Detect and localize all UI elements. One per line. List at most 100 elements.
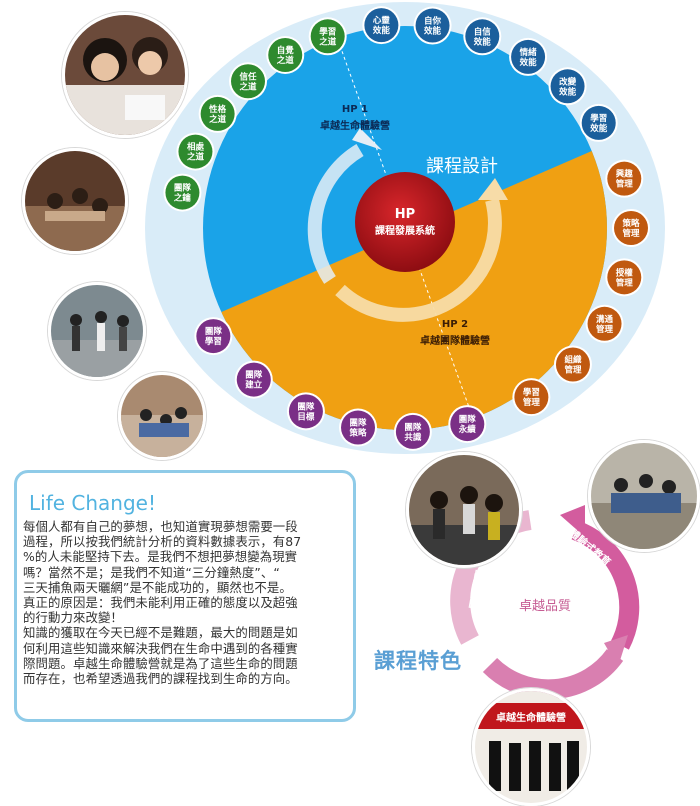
blue-node-label: 改變 xyxy=(559,76,577,87)
orange-node-circle xyxy=(395,414,430,449)
orange-node-label: 管理 xyxy=(616,277,634,288)
orange-node-circle xyxy=(236,362,271,397)
blue-node-circle xyxy=(231,64,266,99)
orange-node-label: 團隊 xyxy=(245,370,263,381)
photo-students-reading xyxy=(62,12,188,138)
cycle-arc-right xyxy=(571,520,640,650)
orange-node-label: 管理 xyxy=(622,228,640,239)
blue-node-circle xyxy=(268,37,303,72)
blue-node-label: 學習 xyxy=(590,113,607,124)
orange-node-label: 策略 xyxy=(621,218,640,229)
blue-node-circle xyxy=(178,134,213,169)
life-change-box: Life Change! 每個人都有自己的夢想，也知道實現夢想需要一段 過程，所… xyxy=(14,470,356,722)
blue-node-circle xyxy=(200,96,235,131)
blue-node-circle xyxy=(581,105,616,140)
hp1-title: HP 1 xyxy=(342,104,368,115)
orange-node-circle xyxy=(450,407,485,442)
orange-node-label: 目標 xyxy=(297,411,315,422)
blue-node-label: 效能 xyxy=(559,86,577,97)
life-change-title: Life Change! xyxy=(29,491,156,515)
blue-node-label: 之道 xyxy=(209,114,227,125)
orange-node-circle xyxy=(514,380,549,415)
orange-node-label: 興趣 xyxy=(616,169,634,180)
blue-node-label: 自你 xyxy=(424,16,442,27)
photo-classroom xyxy=(22,148,128,254)
blue-node-circle xyxy=(310,19,345,54)
blue-node-label: 之道 xyxy=(187,152,205,163)
blue-node-circle xyxy=(165,175,200,210)
orange-node-label: 永續 xyxy=(458,424,477,435)
orange-node-circle xyxy=(341,410,376,445)
blue-node-label: 自信 xyxy=(474,26,492,37)
blue-node-circle xyxy=(465,19,500,54)
blue-node-circle xyxy=(511,39,546,74)
orange-node-label: 組織 xyxy=(564,355,582,366)
hp2-title: HP 2 xyxy=(442,319,468,330)
blue-node-label: 效能 xyxy=(474,36,492,47)
orange-node-label: 建立 xyxy=(244,380,263,391)
blue-node-label: 效能 xyxy=(520,57,538,68)
hp2-subtitle: 卓越團隊體驗營 xyxy=(420,334,490,347)
orange-node-circle xyxy=(555,347,590,382)
blue-node-label: 之道 xyxy=(277,55,295,66)
photo-team-game xyxy=(588,440,700,552)
orange-node-circle xyxy=(196,319,231,354)
center-label-top: HP xyxy=(395,207,415,222)
cycle-head-right xyxy=(560,505,585,537)
blue-node-label: 自覺 xyxy=(277,45,295,56)
cycle-arrow-lower xyxy=(335,198,502,322)
photo-group-floor xyxy=(118,372,206,460)
banner-label: 卓越生命體驗營 xyxy=(496,711,566,724)
orange-node-label: 管理 xyxy=(523,397,541,408)
orange-node-label: 團隊 xyxy=(459,414,477,425)
cycle-arrow-upper xyxy=(307,143,364,284)
orange-node-label: 管理 xyxy=(596,324,614,335)
orange-node-label: 學習 xyxy=(205,336,222,347)
orange-node-label: 學習 xyxy=(523,387,540,398)
blue-node-label: 效能 xyxy=(424,26,442,37)
orange-node-circle xyxy=(587,306,622,341)
orange-node-label: 團隊 xyxy=(404,422,422,433)
orange-node-label: 策略 xyxy=(349,428,368,439)
orange-node-label: 團隊 xyxy=(350,418,368,429)
orange-node-label: 共識 xyxy=(404,432,422,443)
center-circle xyxy=(355,172,455,272)
blue-node-label: 情緒 xyxy=(519,47,538,58)
life-change-body: 每個人都有自己的夢想，也知道實現夢想需要一段 過程，所以按我們統計分析的資料數據… xyxy=(23,519,302,687)
orange-node-label: 管理 xyxy=(564,365,582,376)
blue-node-label: 之道 xyxy=(239,81,257,92)
cycle-head-bottom xyxy=(604,635,628,667)
blue-node-label: 相處 xyxy=(187,142,205,153)
cycle-arrow-head xyxy=(478,178,508,200)
course-design-diagram: HP 課程發展系統 HP 1 卓越生命體驗營 HP 2 卓越團隊體驗營 課程設計… xyxy=(145,2,665,454)
blue-node-label: 性格 xyxy=(209,104,227,115)
orange-node-circle xyxy=(607,260,642,295)
cycle-arrow-head-top xyxy=(352,128,382,150)
photo-cheering xyxy=(406,452,522,568)
blue-node-label: 團隊 xyxy=(174,183,192,194)
blue-node-label: 效能 xyxy=(373,25,391,36)
blue-node-circle xyxy=(415,8,450,43)
blue-node-label: 心靈 xyxy=(373,15,391,26)
